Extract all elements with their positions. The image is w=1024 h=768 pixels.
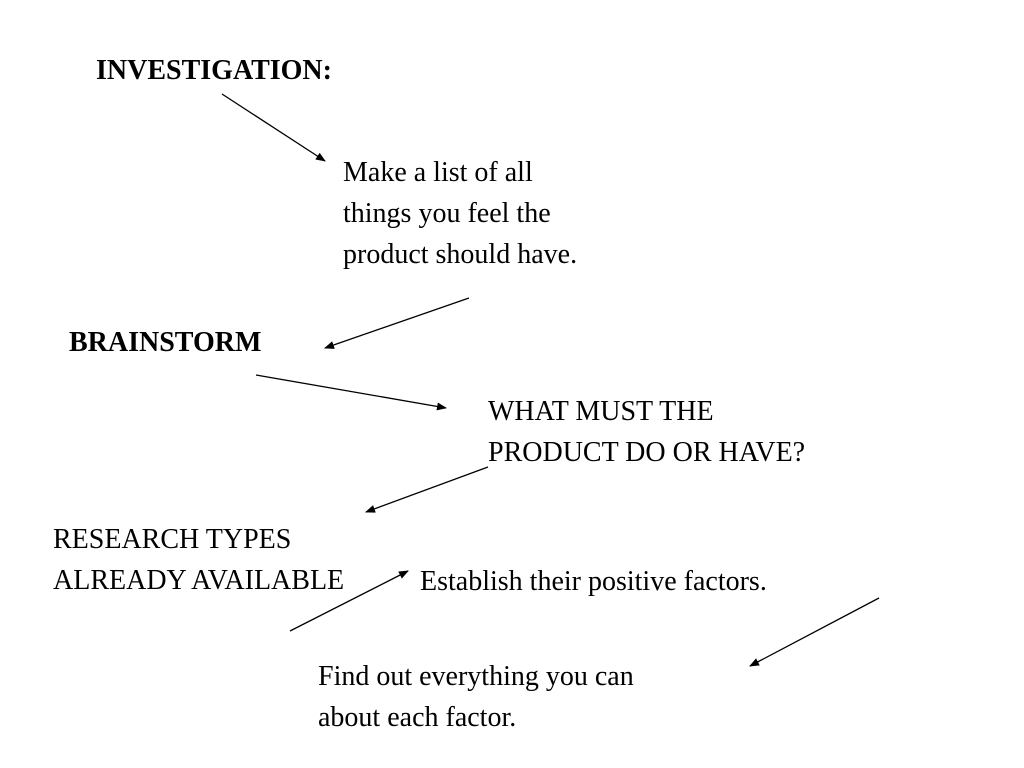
arrow-positive-to-findout — [749, 597, 880, 667]
note-line: Make a list of all — [343, 157, 533, 188]
note-line: RESEARCH TYPES — [53, 524, 292, 555]
note-research: RESEARCH TYPES ALREADY AVAILABLE — [53, 519, 344, 601]
arrow-question-to-research — [365, 466, 489, 513]
note-line: Find out everything you can — [318, 661, 634, 692]
heading-investigation: INVESTIGATION: — [96, 55, 332, 86]
note-line: PRODUCT DO OR HAVE? — [488, 437, 806, 468]
note-line: ALREADY AVAILABLE — [53, 565, 345, 596]
note-positive-factors: Establish their positive factors. — [420, 566, 767, 597]
note-line: WHAT MUST THE — [488, 396, 714, 427]
note-line: things you feel the — [343, 198, 551, 229]
note-make-list: Make a list of all things you feel the p… — [343, 152, 577, 275]
note-question: WHAT MUST THE PRODUCT DO OR HAVE? — [488, 391, 805, 473]
note-line: product should have. — [343, 239, 578, 270]
note-find-out: Find out everything you can about each f… — [318, 656, 634, 738]
note-line: about each factor. — [318, 702, 517, 733]
arrow-investigation-to-list — [221, 93, 326, 162]
arrow-list-to-brainstorm — [324, 297, 470, 349]
arrow-brainstorm-to-question — [255, 374, 447, 411]
heading-brainstorm: BRAINSTORM — [69, 327, 262, 358]
arrow-research-to-positive — [289, 570, 409, 632]
